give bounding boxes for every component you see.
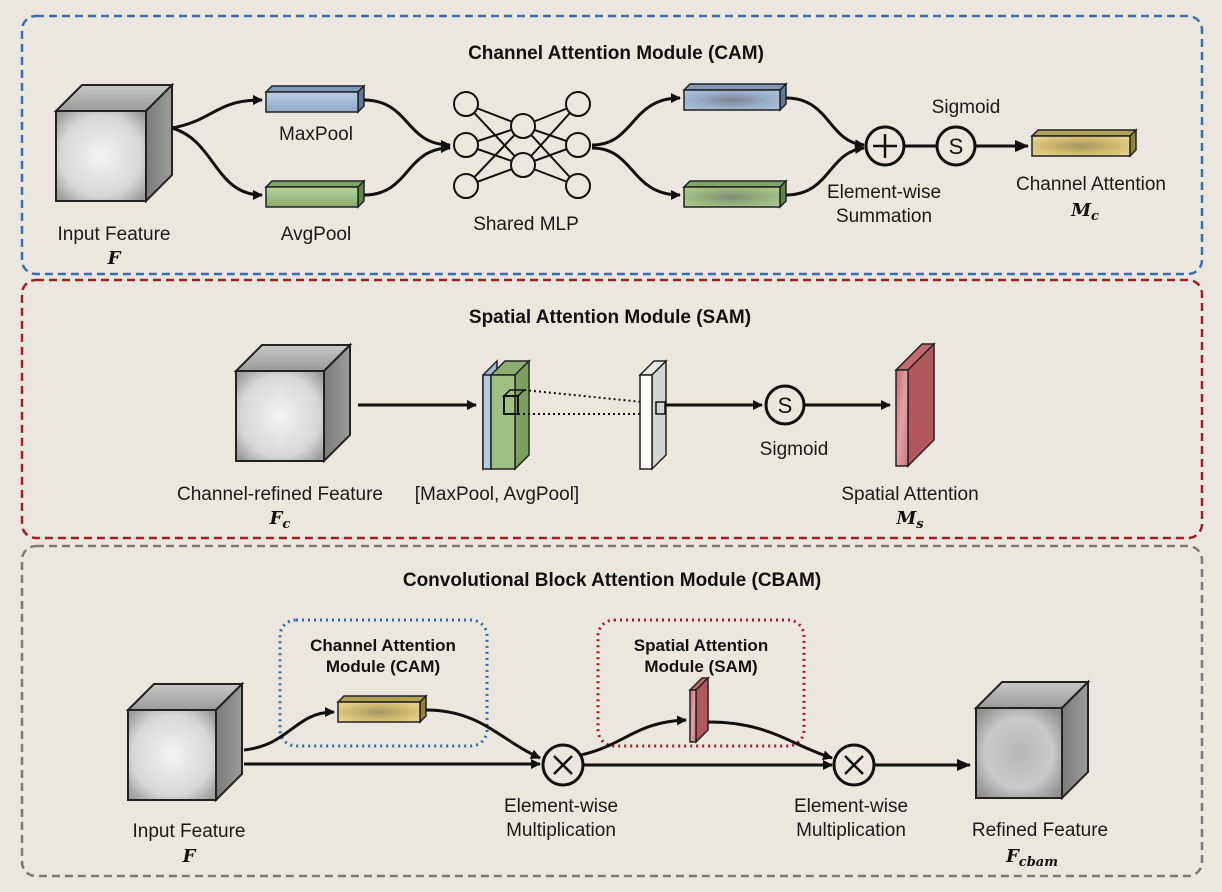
refined-feature-label: Refined Feature — [972, 820, 1108, 841]
arrow-mlp-to-out2 — [591, 146, 681, 200]
mlp-output-avgpool — [682, 179, 788, 209]
refined-feature-symbol: Fcbam — [1005, 846, 1058, 870]
cbam-sam-box-label-1: Spatial Attention — [634, 636, 768, 655]
mult2-label-2: Multiplication — [796, 820, 906, 841]
cam-input-label: Input Feature — [57, 224, 170, 245]
conv-output-map — [638, 359, 668, 471]
cam-input-symbol: F — [107, 248, 122, 269]
arrow-cam-to-mult1 — [425, 708, 541, 760]
cbam-title: Convolutional Block Attention Module (CB… — [403, 570, 821, 591]
mult1-label-2: Multiplication — [506, 820, 616, 841]
mlp-output-maxpool — [682, 82, 788, 112]
shared-mlp — [453, 91, 591, 199]
conv-projection-top — [523, 389, 663, 405]
svg-text:S: S — [778, 393, 793, 418]
sam-section-border — [20, 278, 1204, 540]
cam-input-cube — [53, 82, 175, 204]
pool-maps-label: [MaxPool, AvgPool] — [415, 484, 579, 505]
sum-label-2: Summation — [836, 206, 932, 227]
svg-text:S: S — [949, 134, 964, 159]
arrow-mult1-to-sam — [580, 715, 687, 757]
avgpool-label: AvgPool — [281, 224, 351, 245]
spatial-attention-symbol: Ms — [895, 508, 924, 532]
cbam-spatial-attention-map — [688, 676, 710, 744]
mlp-label: Shared MLP — [473, 214, 579, 235]
cbam-section-border — [20, 544, 1204, 878]
mult2-label-1: Element-wise — [794, 796, 908, 817]
maxpool-bar — [264, 84, 366, 114]
mult1-label-1: Element-wise — [504, 796, 618, 817]
summation-node — [864, 125, 906, 167]
arrow-maxpool-to-mlp — [363, 98, 451, 150]
sam-sigmoid-label: Sigmoid — [760, 439, 829, 460]
cbam-cam-box-label-2: Module (CAM) — [326, 657, 440, 676]
arrow-input-to-cam — [243, 707, 335, 752]
sam-input-label: Channel-refined Feature — [177, 484, 383, 505]
sam-input-symbol: Fc — [269, 508, 291, 532]
arrow-to-avgpool — [171, 126, 263, 200]
sam-input-cube — [233, 342, 353, 464]
arrow-mlp-to-out1 — [591, 93, 681, 147]
avgpool-bar — [264, 179, 366, 209]
pooled-feature-maps — [482, 359, 531, 471]
channel-attention-label: Channel Attention — [1016, 174, 1166, 195]
cam-section-border — [20, 14, 1204, 276]
mult1-node — [541, 743, 585, 787]
cbam-sam-box-label-2: Module (SAM) — [644, 657, 757, 676]
mult2-node — [832, 743, 876, 787]
cbam-input-label: Input Feature — [132, 821, 245, 842]
sum-label-1: Element-wise — [827, 182, 941, 203]
cbam-channel-attention-bar — [336, 694, 428, 724]
cbam-cam-box — [278, 618, 489, 748]
cbam-cam-box-label-1: Channel Attention — [310, 636, 456, 655]
spatial-attention-map — [894, 342, 936, 468]
sam-title: Spatial Attention Module (SAM) — [469, 307, 751, 328]
maxpool-label: MaxPool — [279, 124, 353, 145]
refined-feature-cube — [973, 679, 1091, 801]
channel-attention-symbol: Mc — [1070, 200, 1099, 224]
cbam-input-symbol: F — [182, 846, 197, 867]
channel-attention-bar — [1030, 128, 1138, 158]
arrow-out2-to-sum — [785, 144, 865, 197]
arrow-sam-to-mult2 — [707, 720, 833, 761]
arrow-avgpool-to-mlp — [363, 143, 451, 197]
cam-sigmoid-label: Sigmoid — [932, 97, 1001, 118]
cam-sigmoid-node: S — [935, 125, 977, 167]
spatial-attention-label: Spatial Attention — [841, 484, 978, 505]
cbam-input-cube — [125, 681, 245, 803]
cam-title: Channel Attention Module (CAM) — [468, 43, 764, 64]
arrow-out1-to-sum — [785, 96, 865, 150]
sam-sigmoid-node: S — [764, 384, 806, 426]
arrow-to-maxpool — [171, 95, 263, 130]
